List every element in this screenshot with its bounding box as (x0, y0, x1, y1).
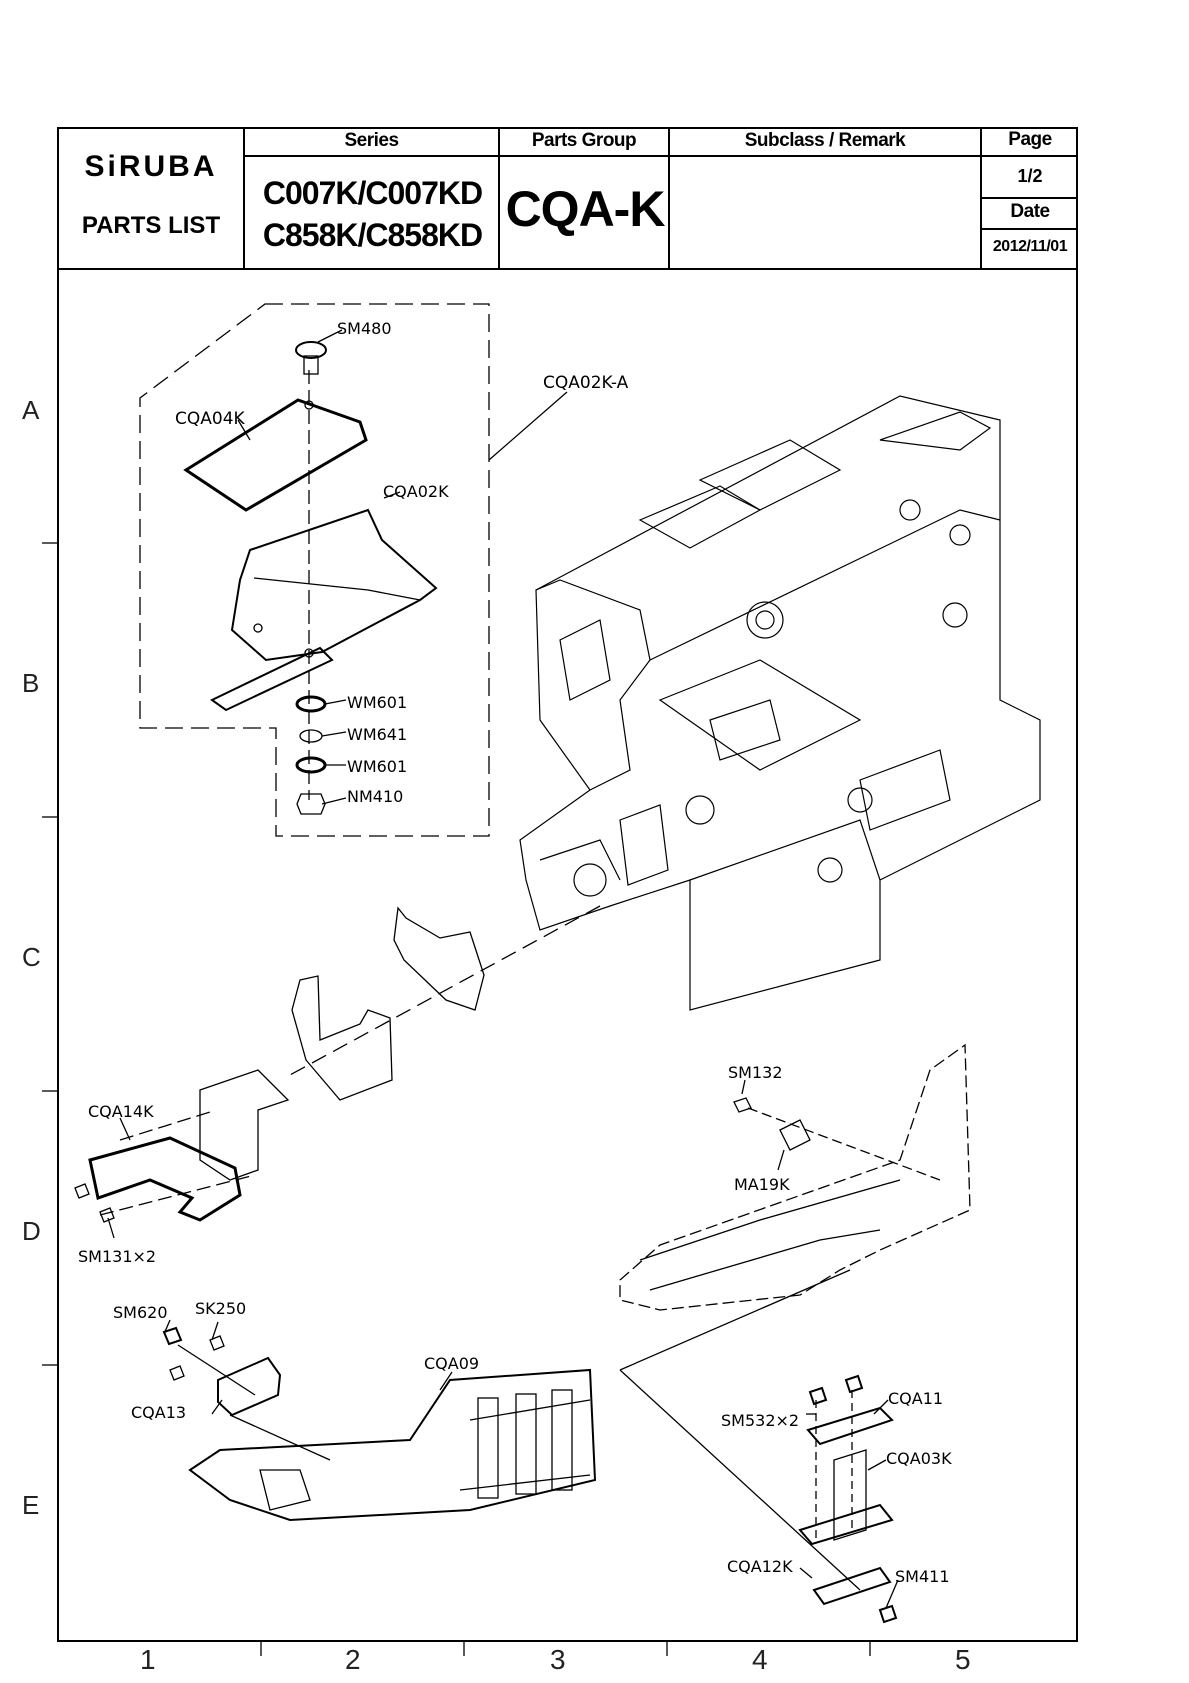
part-label: SM620 (113, 1303, 168, 1322)
part-label: SK250 (195, 1299, 246, 1318)
part-label: NM410 (347, 787, 403, 806)
part-label: CQA04K (175, 409, 246, 429)
part-label: CQA12K (727, 1557, 793, 1576)
machine-body (520, 396, 1040, 1010)
part-label: CQA02K-A (543, 373, 629, 393)
part-label: CQA03K (886, 1449, 952, 1468)
part-label: SM132 (728, 1063, 783, 1082)
part-label: CQA14K (88, 1102, 154, 1121)
part-label: CQA02K (383, 482, 449, 501)
part-label: CQA13 (131, 1403, 186, 1422)
part-label: WM601 (347, 757, 407, 776)
part-label: MA19K (734, 1175, 790, 1194)
part-label: SM532×2 (721, 1411, 799, 1430)
part-label: CQA11 (888, 1389, 943, 1408)
assembly-boundary (140, 304, 489, 836)
part-label: WM601 (347, 693, 407, 712)
part-label: CQA09 (424, 1354, 479, 1373)
part-label: SM480 (337, 319, 392, 338)
part-label: WM641 (347, 725, 407, 744)
part-label: SM131×2 (78, 1247, 156, 1266)
part-label: SM411 (895, 1567, 950, 1586)
